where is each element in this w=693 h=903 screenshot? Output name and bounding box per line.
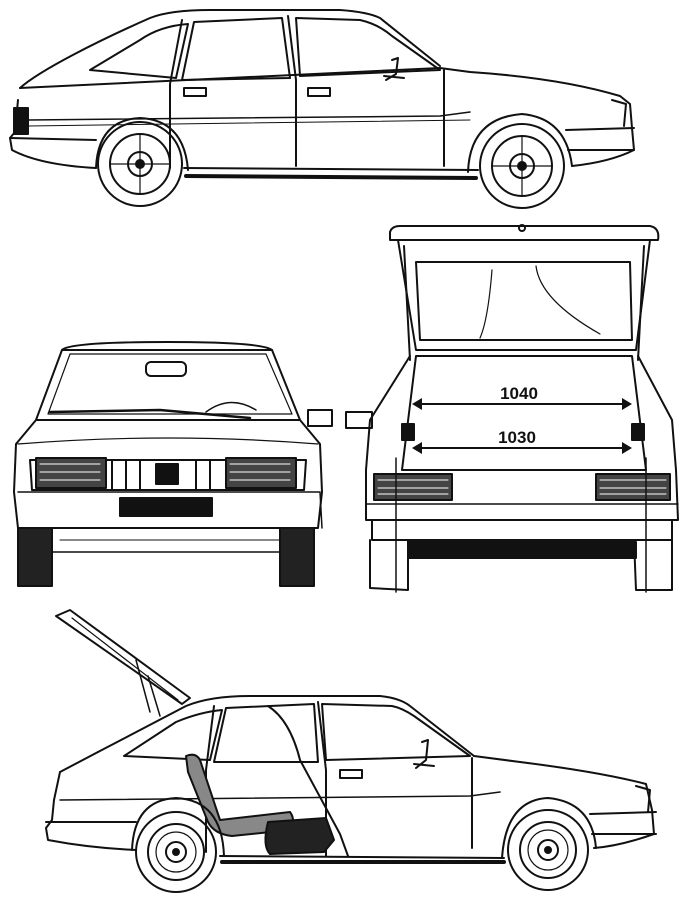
side-view bbox=[9, 9, 635, 209]
dimension-label-1040: 1040 bbox=[500, 384, 538, 403]
rear-view-tailgate-open: 1040 1030 bbox=[345, 224, 679, 593]
dimension-label-1030: 1030 bbox=[498, 428, 536, 447]
side-view-cutaway bbox=[45, 609, 657, 893]
front-view bbox=[13, 341, 333, 587]
